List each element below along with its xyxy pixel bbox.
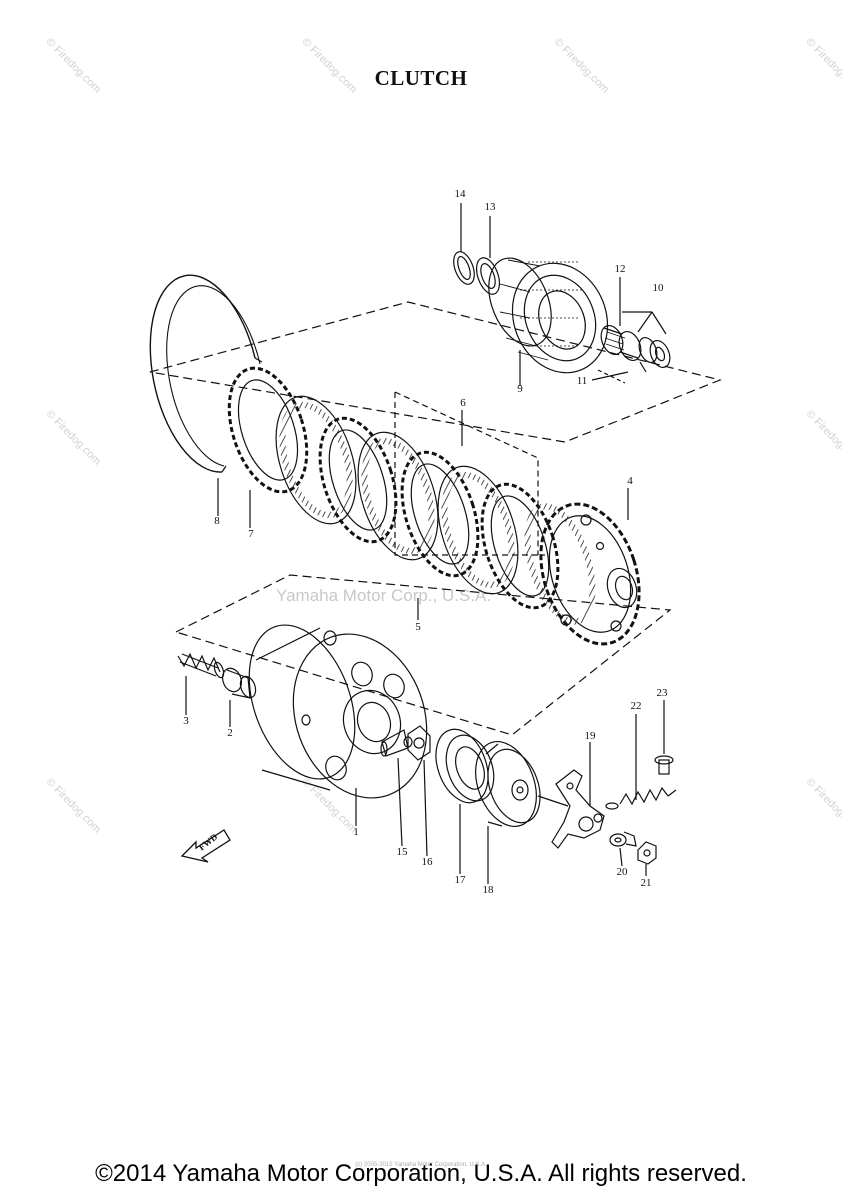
part-label-2: 2 xyxy=(227,727,233,739)
center-watermark: Yamaha Motor Corp., U.S.A. xyxy=(276,586,492,605)
part-label-8: 8 xyxy=(214,515,220,527)
release-lever-19 xyxy=(551,769,605,849)
part-label-9: 9 xyxy=(517,383,523,395)
part-label-15: 15 xyxy=(396,846,408,858)
bolt-23 xyxy=(654,755,674,775)
bearing-17 xyxy=(435,728,495,804)
spacer-10-11 xyxy=(638,336,671,373)
push-plate-18 xyxy=(475,740,541,828)
part-label-3: 3 xyxy=(183,715,189,727)
part-label-18: 18 xyxy=(482,884,494,896)
clutch-spring-3 xyxy=(177,652,225,679)
clutch-plate-b xyxy=(400,450,480,578)
part-label-10: 10 xyxy=(652,282,664,294)
part-label-1: 1 xyxy=(353,826,359,838)
part-label-23: 23 xyxy=(656,687,668,699)
clutch-boss-4 xyxy=(524,502,641,646)
part-label-12: 12 xyxy=(614,263,626,275)
washer-14 xyxy=(453,251,475,285)
lock-nut-16 xyxy=(407,725,431,761)
part-label-6: 6 xyxy=(460,397,466,409)
spring-seat-2 xyxy=(221,667,257,699)
part-label-11: 11 xyxy=(576,375,588,387)
thrust-washer-13 xyxy=(475,257,501,295)
friction-plate-a xyxy=(275,395,357,525)
friction-plate-c xyxy=(437,465,519,595)
part-label-4: 4 xyxy=(627,475,633,487)
part-label-19: 19 xyxy=(584,730,596,742)
part-label-22: 22 xyxy=(630,700,642,712)
part-label-16: 16 xyxy=(421,856,433,868)
nut-21 xyxy=(637,841,657,865)
part-label-17: 17 xyxy=(454,874,466,886)
return-spring-22 xyxy=(605,786,677,810)
dashed-outline-lower xyxy=(174,574,672,736)
clutch-housing-1 xyxy=(248,624,428,799)
circlip-8 xyxy=(149,274,263,473)
friction-plate-b xyxy=(357,431,439,561)
part-label-7: 7 xyxy=(248,528,254,540)
part-label-5: 5 xyxy=(415,621,421,633)
fine-print: (c) 2005-2015 Yamaha Motor Corporation, … xyxy=(355,1162,487,1168)
copyright-notice: ©2014 Yamaha Motor Corporation, U.S.A. A… xyxy=(95,1160,747,1187)
primary-driven-gear-9 xyxy=(488,257,609,374)
fwd-arrow-icon xyxy=(180,829,231,863)
page-title: CLUTCH xyxy=(374,66,468,90)
part-label-20: 20 xyxy=(616,866,628,878)
part-label-14: 14 xyxy=(454,188,466,200)
dashed-outline-upper xyxy=(149,301,722,443)
pressure-plate-7 xyxy=(227,366,309,494)
part-label-21: 21 xyxy=(640,877,652,889)
part-label-13: 13 xyxy=(484,201,496,213)
washer-20 xyxy=(609,831,637,847)
